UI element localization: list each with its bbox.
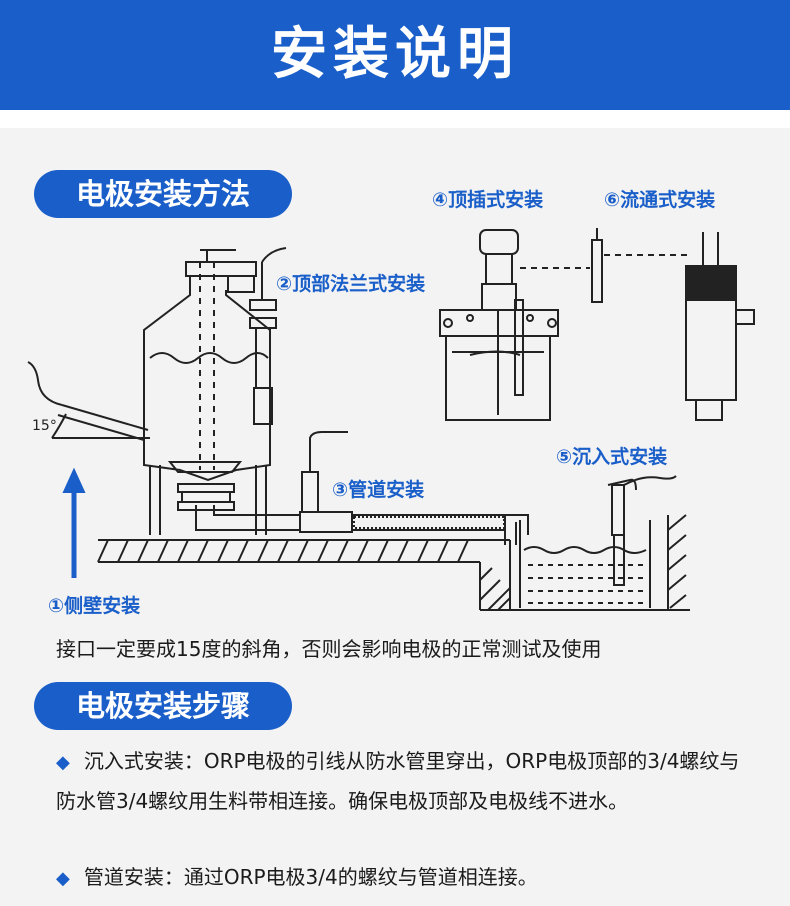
label-submerged: ⑤沉入式安装 [556,445,667,468]
label-side-wall: ①侧壁安装 [48,594,140,617]
pipe-electrode [301,431,348,513]
reactor-tank [143,249,271,535]
side-wall-electrode [27,361,150,441]
page-title: 安装说明 [271,22,519,87]
section-install-steps-title: 电极安装步骤 [34,682,292,730]
header-band [0,110,790,128]
label-pipe: ③管道安装 [332,478,424,501]
diamond-bullet-icon: ◆ [56,868,70,889]
submerged-electrode [607,475,677,586]
top-insert-vessel [439,229,590,421]
step-item: ◆ 管道安装：通过ORP电极3/4的螺纹与管道相连接。 [56,858,756,898]
label-angle: 15° [32,418,57,434]
flow-through-cell [685,232,755,421]
step-text: 沉入式安装：ORP电极的引线从防水管里穿出，ORP电极顶部的3/4螺纹与防水管3… [56,749,740,813]
diamond-bullet-icon: ◆ [56,752,70,773]
label-flow-through: ⑥流通式安装 [604,188,715,211]
flow-electrode [591,228,690,303]
label-top-insert: ④顶插式安装 [432,188,543,211]
step-item: ◆沉入式安装：ORP电极的引线从防水管里穿出，ORP电极顶部的3/4螺纹与防水管… [56,742,756,820]
step-text: 管道安装：通过ORP电极3/4的螺纹与管道相连接。 [83,865,538,889]
ground-slab [97,514,690,611]
label-top-flange: ②顶部法兰式安装 [276,272,425,295]
angle-note: 接口一定要成15度的斜角，否则会影响电极的正常测试及使用 [56,637,602,661]
section-install-method-title: 电极安装方法 [34,170,292,218]
header-banner: 安装说明 [0,0,790,110]
up-arrow-icon [62,467,86,578]
water-tank [519,520,651,608]
top-flange-electrode [249,247,287,425]
